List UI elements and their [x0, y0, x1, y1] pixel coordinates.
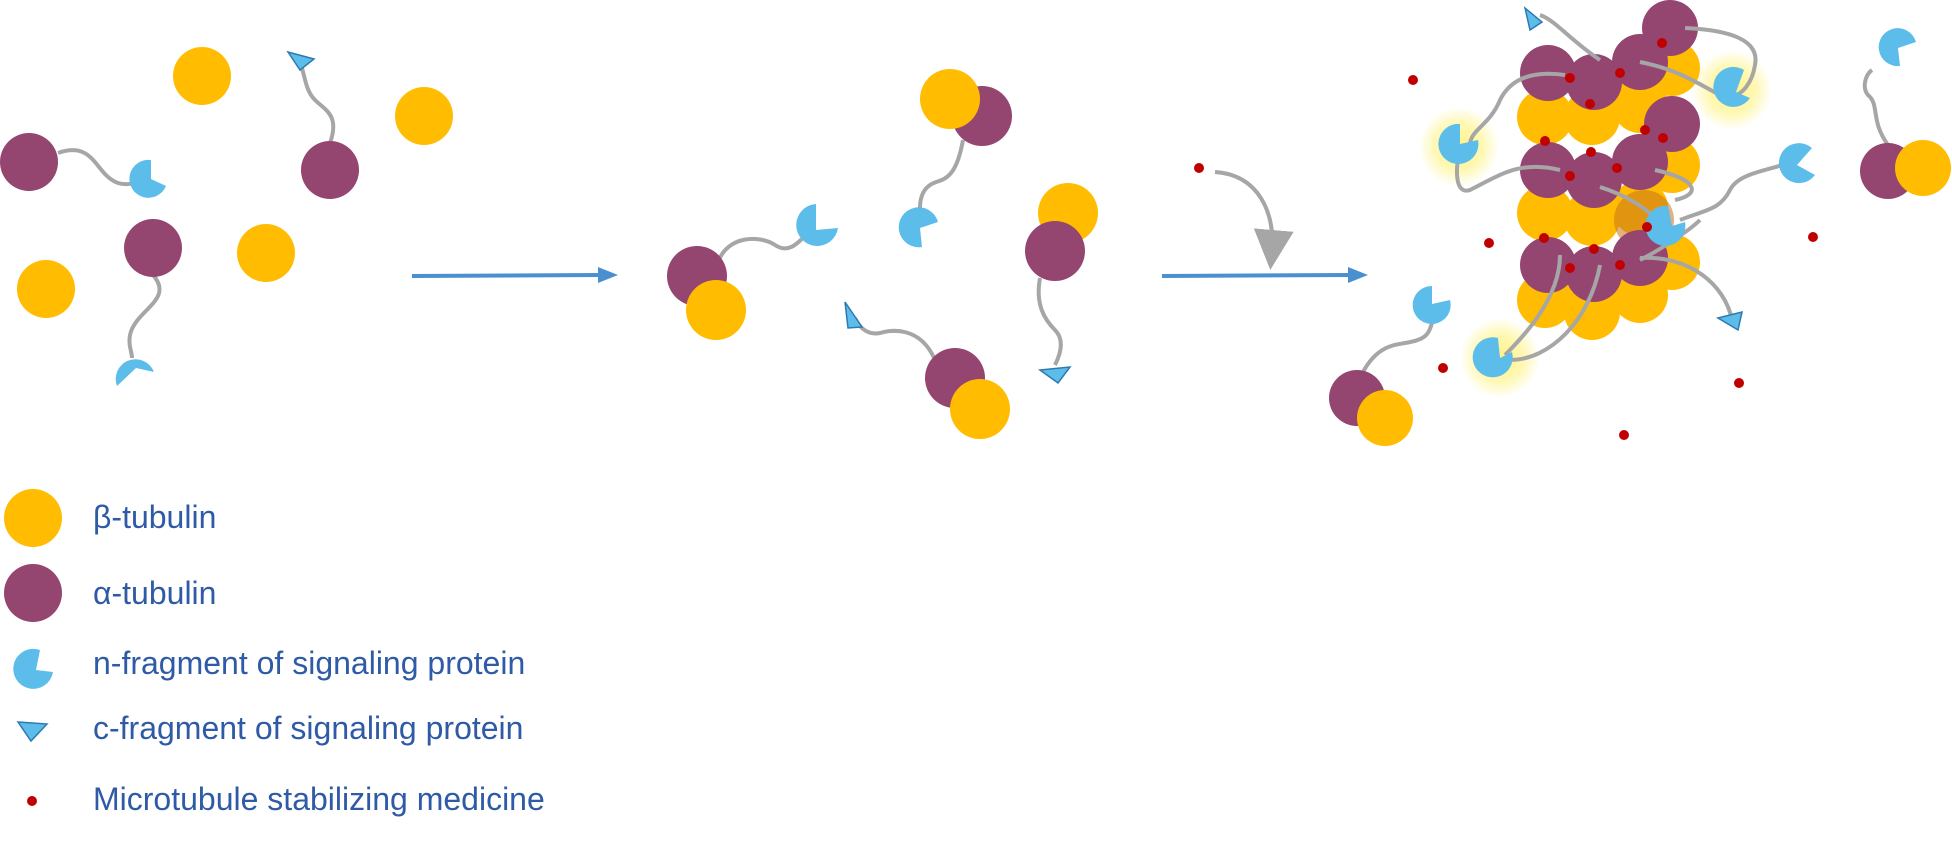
tubulin-dimer-with-n-fragment	[1329, 285, 1451, 446]
tubulin-dimer-with-n-fragment	[667, 204, 838, 340]
c-fragment-icon	[1037, 366, 1072, 385]
stage-3-microtubule	[1329, 0, 1951, 446]
bound-medicine-dots	[1539, 38, 1668, 273]
legend-medicine-dot	[27, 796, 37, 806]
tubulin-dimer-with-n-fragment	[898, 69, 1012, 248]
legend-n-fragment-icon	[13, 648, 54, 689]
free-medicine-dots	[1408, 75, 1818, 440]
n-fragment-icon	[1878, 28, 1916, 67]
stage-1-free-components	[0, 47, 453, 386]
n-fragment-icon	[898, 207, 938, 248]
legend-symbols	[4, 489, 62, 806]
beta-tubulin-molecule	[395, 87, 453, 145]
tubulin-dimer-with-n-fragment	[1860, 28, 1951, 199]
legend-c-fragment-icon	[16, 721, 49, 743]
alpha-tubulin-with-n-fragment	[0, 133, 166, 198]
c-fragment-icon	[1716, 310, 1743, 332]
stage-2-dimers	[667, 69, 1098, 439]
n-fragment-icon	[1472, 337, 1513, 378]
beta-tubulin-molecule	[173, 47, 231, 105]
medicine-addition	[1194, 163, 1294, 270]
n-fragment-icon	[1713, 66, 1750, 107]
alpha-tubulin-with-n-fragment	[115, 219, 182, 386]
beta-tubulin-molecule	[237, 224, 295, 282]
n-fragment-icon	[1645, 205, 1686, 246]
n-fragment-icon	[1778, 143, 1815, 184]
n-fragment-icon	[1438, 123, 1479, 164]
alpha-tubulin-with-c-fragment	[286, 50, 359, 199]
tubulin-dimer-with-c-fragment	[844, 301, 1010, 439]
legend-beta-swatch	[4, 489, 62, 547]
legend-alpha-swatch	[4, 564, 62, 622]
n-fragment-icon	[796, 204, 838, 246]
beta-tubulin-molecule	[17, 260, 75, 318]
process-arrow-2	[1161, 267, 1368, 283]
c-fragment-icon	[286, 50, 316, 72]
c-fragment-icon	[844, 301, 864, 329]
process-arrow-1	[411, 267, 618, 283]
c-fragment-icon	[1523, 6, 1544, 32]
n-fragment-icon	[115, 359, 154, 386]
n-fragment-icon	[129, 159, 166, 198]
tubulin-dimer-with-c-fragment	[1025, 183, 1098, 385]
n-fragment-icon	[1412, 285, 1451, 324]
